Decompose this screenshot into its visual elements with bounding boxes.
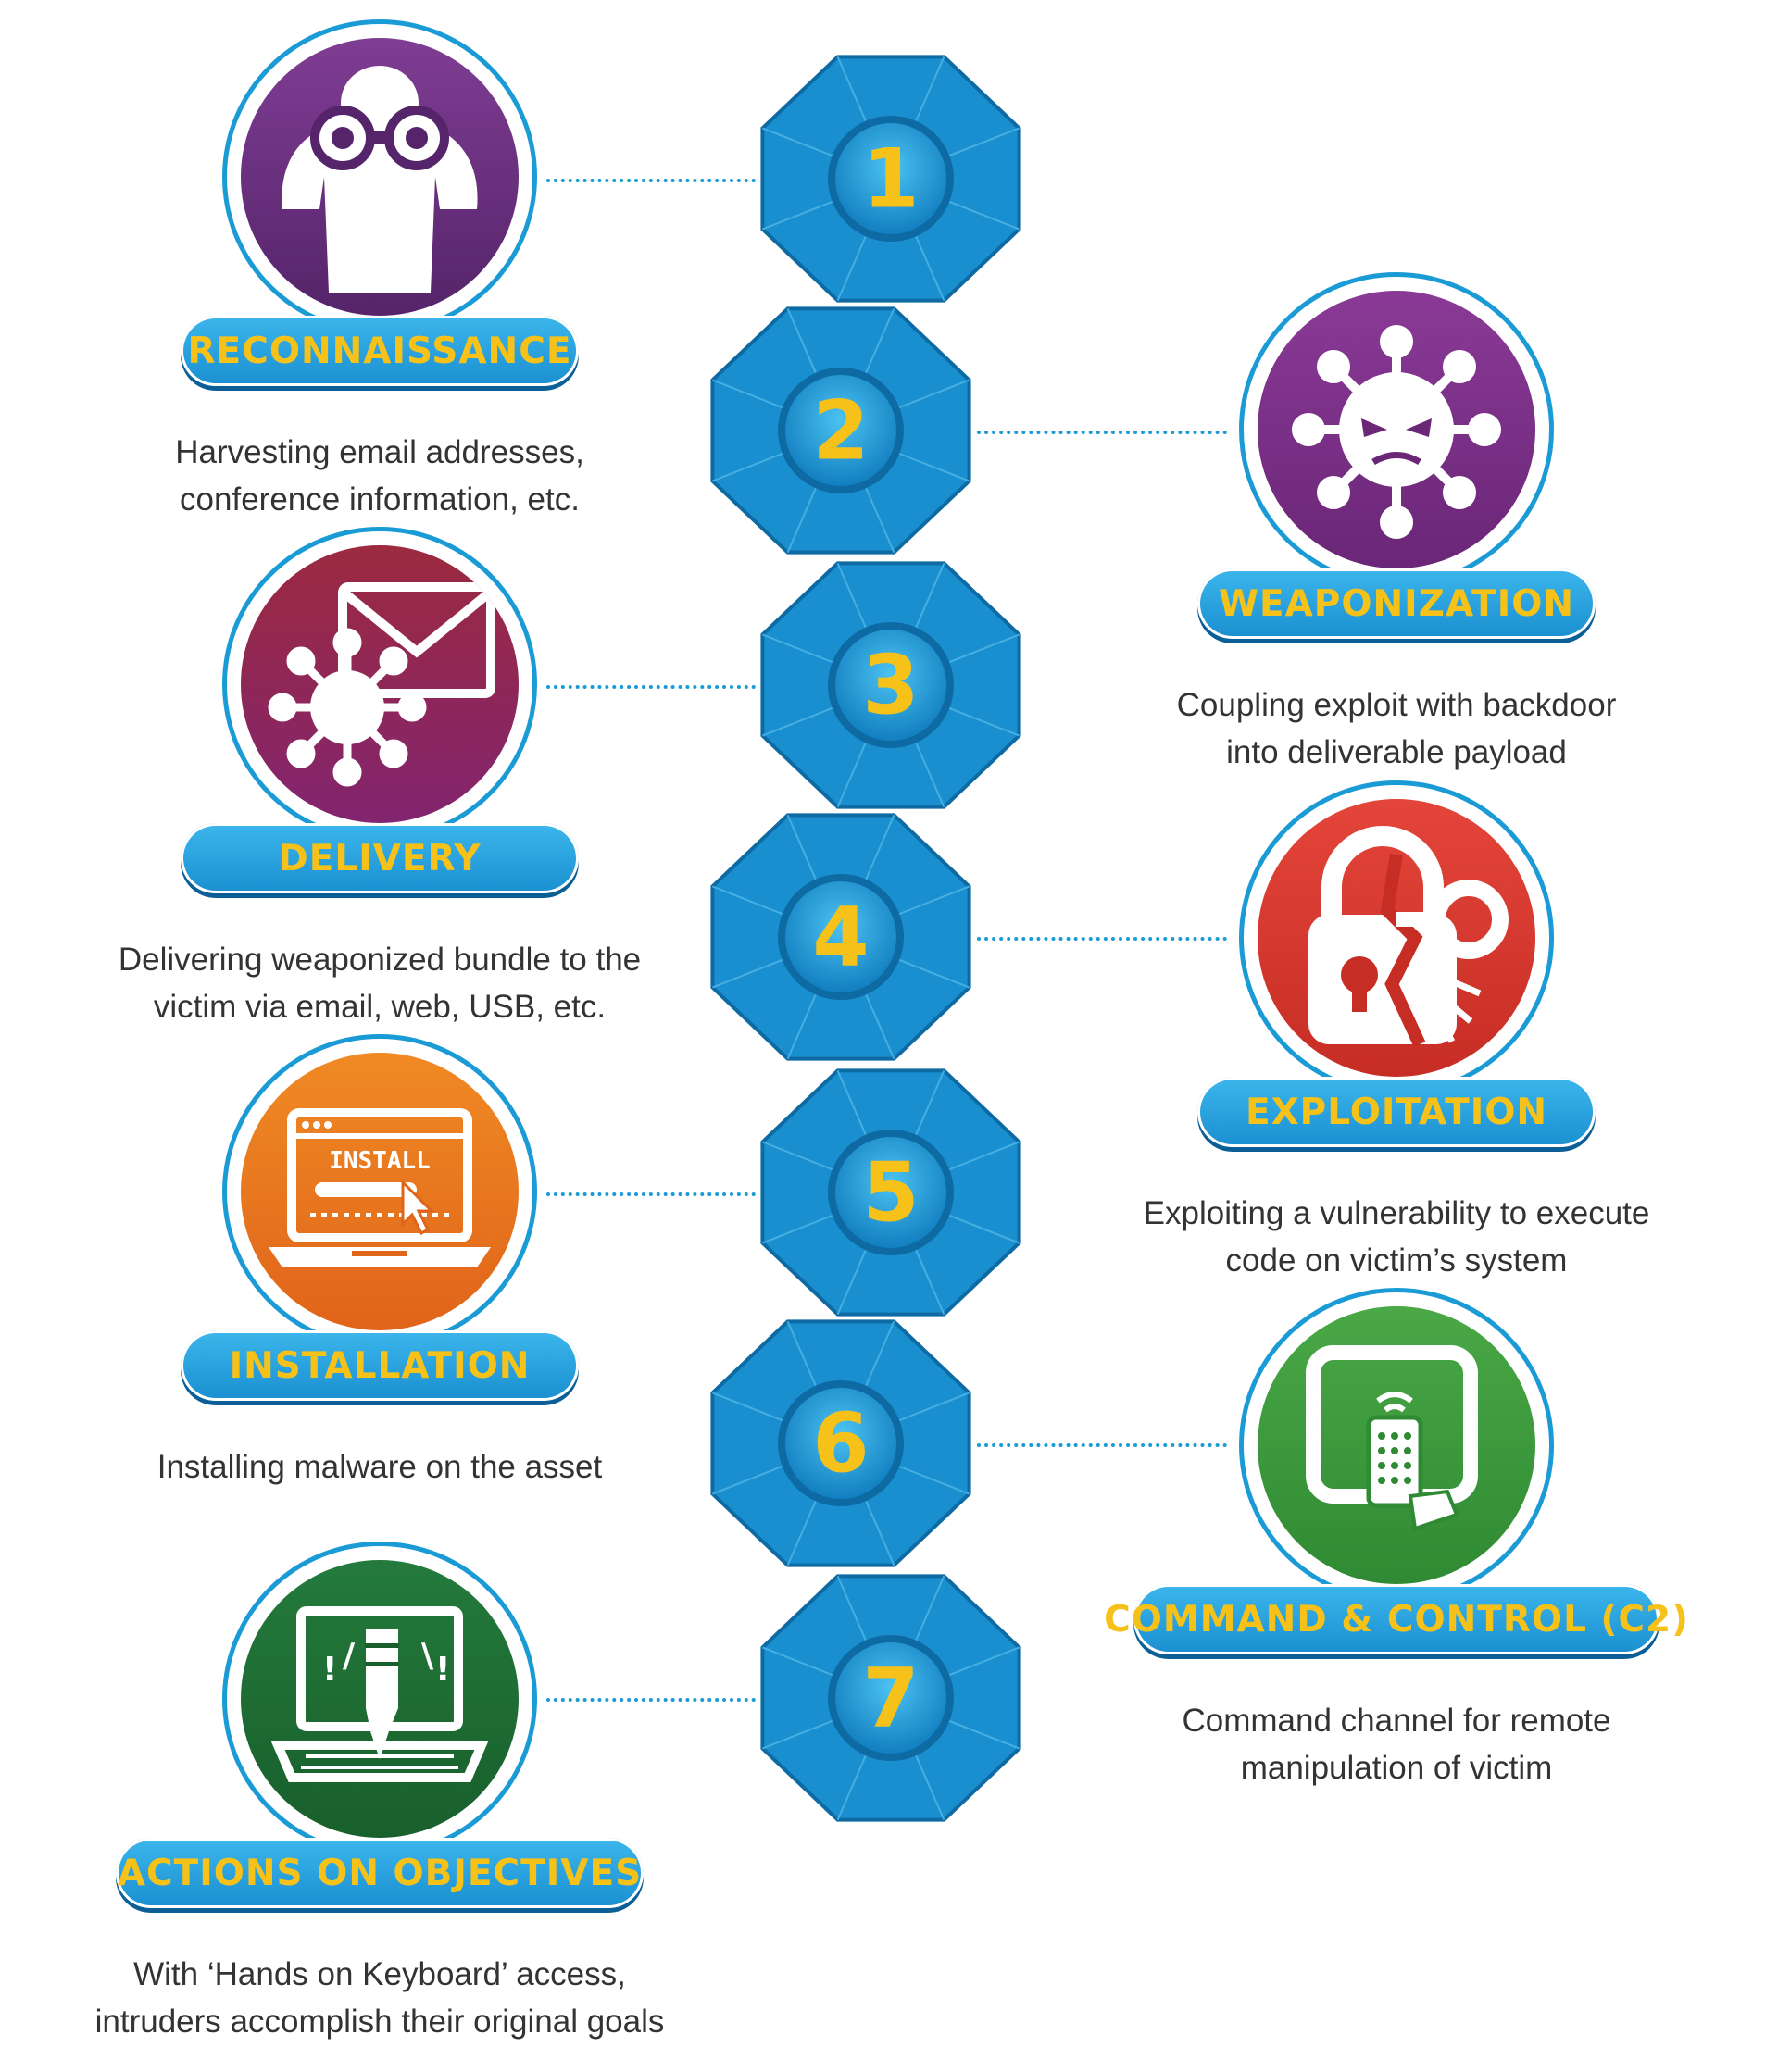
stage-6-description: Command channel for remote manipulation … <box>1182 1703 1611 1786</box>
stage-7-title: ACTIONS ON OBJECTIVES <box>116 1838 644 1908</box>
stage-3-icon-disc <box>241 545 519 823</box>
stage-6-icon-disc <box>1258 1306 1535 1584</box>
stage-2-title: WEAPONIZATION <box>1197 568 1596 639</box>
number-badge <box>785 1388 896 1499</box>
number-badge <box>785 881 896 992</box>
number-badge <box>835 123 946 234</box>
number-badge <box>835 630 946 741</box>
svg-text:!: ! <box>322 1651 337 1689</box>
infected-envelope-icon <box>241 545 519 823</box>
install-label: INSTALL <box>329 1147 431 1175</box>
stage-3-connector <box>546 685 756 689</box>
hand-on-keyboard-icon: !/\! <box>241 1560 519 1838</box>
svg-text:\: \ <box>421 1637 434 1675</box>
chain-segment-2: 2 <box>710 306 971 555</box>
stage-6-connector <box>977 1443 1227 1447</box>
stage-5-icon-disc: INSTALL <box>241 1053 519 1330</box>
stage-number: 5 <box>862 1145 919 1241</box>
chain-segment-3: 3 <box>760 561 1021 809</box>
stage-2-connector <box>977 431 1227 434</box>
stage-number: 1 <box>862 131 919 227</box>
chain-segment-4: 4 <box>710 813 971 1061</box>
stage-number: 4 <box>812 890 869 985</box>
number-badge <box>835 1642 946 1754</box>
stage-7-icon-disc: !/\! <box>241 1560 519 1838</box>
stage-4-icon-disc <box>1258 799 1535 1077</box>
stage-4-description: Exploiting a vulnerability to execute co… <box>1143 1195 1650 1279</box>
binoculars-person-icon <box>241 38 519 316</box>
chain-segment-6: 6 <box>710 1319 971 1567</box>
laptop-install-icon: INSTALL <box>241 1053 519 1330</box>
stage-number: 2 <box>812 383 869 479</box>
chain-segment-1: 1 <box>760 55 1021 303</box>
number-badge <box>835 1137 946 1248</box>
stage-number: 3 <box>862 638 919 733</box>
stage-1-description: Harvesting email addresses, conference i… <box>175 434 584 518</box>
stage-2-icon-disc <box>1258 291 1535 568</box>
stage-2-description: Coupling exploit with backdoor into deli… <box>1176 687 1617 770</box>
remote-control-icon <box>1258 1306 1535 1584</box>
stage-7-description: With ‘Hands on Keyboard’ access, intrude… <box>94 1956 665 2040</box>
stage-5-connector <box>546 1192 756 1196</box>
svg-text:/: / <box>343 1637 356 1675</box>
svg-text:!: ! <box>435 1651 450 1689</box>
stage-5-description: Installing malware on the asset <box>157 1449 603 1485</box>
broken-lock-key-icon <box>1258 799 1535 1077</box>
stage-number: 7 <box>862 1651 919 1746</box>
chain-segment-5: 5 <box>760 1068 1021 1317</box>
stage-3-description: Delivering weaponized bundle to the vict… <box>118 942 642 1025</box>
virus-icon <box>1258 291 1535 568</box>
stage-7-connector <box>546 1698 756 1702</box>
stage-4-connector <box>977 937 1227 941</box>
chain-segment-7: 7 <box>760 1574 1021 1822</box>
stage-6-title: COMMAND & CONTROL (C2) <box>1104 1584 1688 1654</box>
stage-3-title: DELIVERY <box>181 823 579 893</box>
stage-number: 6 <box>812 1396 869 1492</box>
stage-4-title: EXPLOITATION <box>1197 1077 1596 1147</box>
stage-1-connector <box>546 179 756 182</box>
stage-5-title: INSTALLATION <box>181 1330 579 1401</box>
number-badge <box>785 375 896 486</box>
stage-1-title: RECONNAISSANCE <box>181 316 579 386</box>
stage-1-icon-disc <box>241 38 519 316</box>
